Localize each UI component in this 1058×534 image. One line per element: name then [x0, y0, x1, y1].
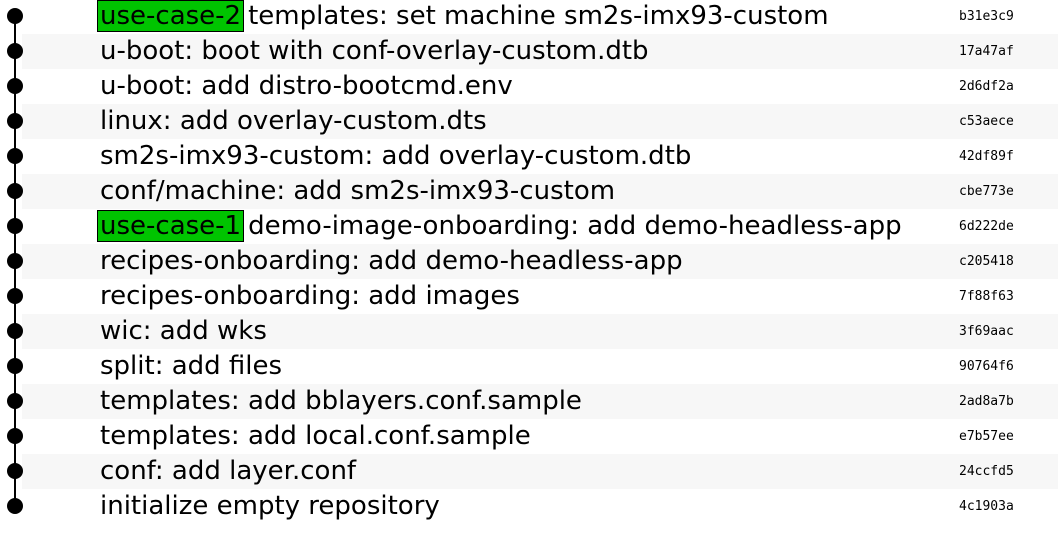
commit-message: u-boot: add distro-bootcmd.env: [100, 71, 513, 101]
commit-dot-icon: [7, 113, 23, 129]
commit-row[interactable]: conf/machine: add sm2s-imx93-custom cbe77…: [0, 174, 1058, 209]
commit-message-cell: sm2s-imx93-custom: add overlay-custom.dt…: [100, 139, 691, 174]
commit-dot-icon: [7, 288, 23, 304]
commit-row[interactable]: recipes-onboarding: add images 7f88f63: [0, 279, 1058, 314]
commit-row[interactable]: conf: add layer.conf 24ccfd5: [0, 454, 1058, 489]
row-stripe: [22, 314, 1058, 349]
commit-hash[interactable]: b31e3c9: [959, 9, 1014, 24]
commit-dot-icon: [7, 8, 23, 24]
commit-message-cell: conf: add layer.conf: [100, 454, 356, 489]
tag-badge[interactable]: use-case-1: [97, 210, 245, 242]
commit-message: templates: set machine sm2s-imx93-custom: [248, 1, 829, 31]
commit-dot-icon: [7, 218, 23, 234]
commit-message-cell: recipes-onboarding: add demo-headless-ap…: [100, 244, 683, 279]
commit-message-cell: u-boot: add distro-bootcmd.env: [100, 69, 513, 104]
commit-message-cell: conf/machine: add sm2s-imx93-custom: [100, 174, 615, 209]
commit-hash[interactable]: 2ad8a7b: [959, 394, 1014, 409]
commit-message: templates: add bblayers.conf.sample: [100, 386, 582, 416]
row-stripe: [22, 384, 1058, 419]
tag-badge[interactable]: use-case-2: [97, 0, 245, 32]
commit-hash[interactable]: e7b57ee: [959, 429, 1014, 444]
commit-row[interactable]: sm2s-imx93-custom: add overlay-custom.dt…: [0, 139, 1058, 174]
commit-dot-icon: [7, 323, 23, 339]
commit-row[interactable]: templates: add local.conf.sample e7b57ee: [0, 419, 1058, 454]
commit-hash[interactable]: 90764f6: [959, 359, 1014, 374]
row-stripe: [22, 104, 1058, 139]
commit-dot-icon: [7, 393, 23, 409]
commit-row[interactable]: initialize empty repository 4c1903a: [0, 489, 1058, 524]
commit-message: split: add files: [100, 351, 283, 381]
commit-row[interactable]: split: add files 90764f6: [0, 349, 1058, 384]
commit-dot-icon: [7, 253, 23, 269]
commit-dot-icon: [7, 498, 23, 514]
commit-message: templates: add local.conf.sample: [100, 421, 531, 451]
commit-dot-icon: [7, 428, 23, 444]
commit-hash[interactable]: c53aece: [959, 114, 1014, 129]
commit-message: linux: add overlay-custom.dts: [100, 106, 487, 136]
commit-message: wic: add wks: [100, 316, 267, 346]
commit-message: conf/machine: add sm2s-imx93-custom: [100, 176, 616, 206]
commit-row[interactable]: u-boot: boot with conf-overlay-custom.dt…: [0, 34, 1058, 69]
commit-row[interactable]: linux: add overlay-custom.dts c53aece: [0, 104, 1058, 139]
commit-row[interactable]: templates: add bblayers.conf.sample 2ad8a…: [0, 384, 1058, 419]
commit-message: sm2s-imx93-custom: add overlay-custom.dt…: [100, 141, 692, 171]
commit-message: recipes-onboarding: add images: [100, 281, 520, 311]
commit-hash[interactable]: 17a47af: [959, 44, 1014, 59]
commit-row[interactable]: recipes-onboarding: add demo-headless-ap…: [0, 244, 1058, 279]
commit-hash[interactable]: 4c1903a: [959, 499, 1014, 514]
commit-message: demo-image-onboarding: add demo-headless…: [248, 211, 902, 241]
commit-hash[interactable]: 3f69aac: [959, 324, 1014, 339]
row-stripe: [22, 454, 1058, 489]
commit-hash[interactable]: 2d6df2a: [959, 79, 1014, 94]
commit-row[interactable]: u-boot: add distro-bootcmd.env 2d6df2a: [0, 69, 1058, 104]
commit-hash[interactable]: c205418: [959, 254, 1014, 269]
commit-message-cell: u-boot: boot with conf-overlay-custom.dt…: [100, 34, 649, 69]
commit-dot-icon: [7, 43, 23, 59]
commit-dot-icon: [7, 148, 23, 164]
commit-message-cell: initialize empty repository: [100, 489, 440, 524]
row-stripe: [22, 34, 1058, 69]
commit-hash[interactable]: cbe773e: [959, 184, 1014, 199]
commit-message-cell: split: add files: [100, 349, 282, 384]
commit-dot-icon: [7, 183, 23, 199]
commit-message-cell: linux: add overlay-custom.dts: [100, 104, 487, 139]
commit-message-cell: wic: add wks: [100, 314, 267, 349]
commit-hash[interactable]: 24ccfd5: [959, 464, 1014, 479]
row-stripe: [22, 244, 1058, 279]
commit-dot-icon: [7, 358, 23, 374]
commit-message: initialize empty repository: [100, 491, 440, 521]
commit-message-cell: templates: add bblayers.conf.sample: [100, 384, 582, 419]
commit-hash[interactable]: 42df89f: [959, 149, 1014, 164]
commit-dot-icon: [7, 463, 23, 479]
commit-hash[interactable]: 7f88f63: [959, 289, 1014, 304]
commit-message-cell: templates: add local.conf.sample: [100, 419, 531, 454]
commit-message-cell: recipes-onboarding: add images: [100, 279, 520, 314]
commit-dot-icon: [7, 78, 23, 94]
commit-row[interactable]: wic: add wks 3f69aac: [0, 314, 1058, 349]
commit-hash[interactable]: 6d222de: [959, 219, 1014, 234]
commit-message: recipes-onboarding: add demo-headless-ap…: [100, 246, 683, 276]
commit-message: u-boot: boot with conf-overlay-custom.dt…: [100, 36, 649, 66]
row-stripe: [22, 174, 1058, 209]
commit-message: conf: add layer.conf: [100, 456, 357, 486]
